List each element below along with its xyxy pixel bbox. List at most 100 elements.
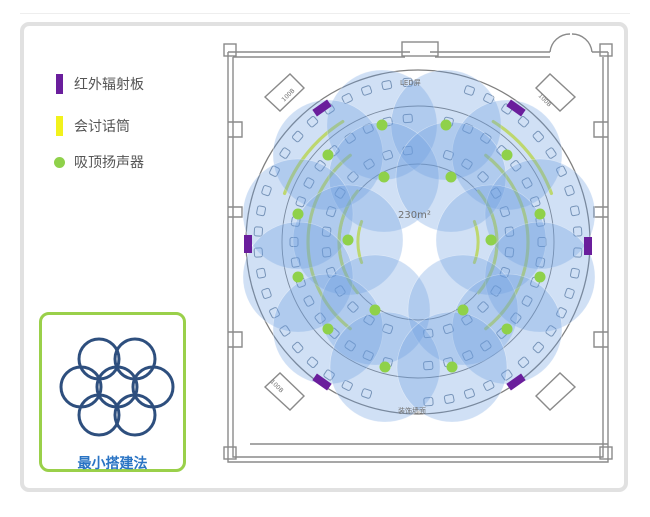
seat (341, 93, 353, 104)
seat (363, 314, 375, 326)
ceiling-speaker (369, 304, 381, 316)
wall-label: 装饰墙面 (398, 406, 426, 415)
seat (569, 205, 580, 217)
seat (463, 388, 475, 399)
microphone-strip (306, 153, 352, 331)
floor-plan: 230m² LED屏 装饰墙面 100B 100B 100B (223, 33, 613, 463)
seat (477, 171, 489, 183)
microphone-strip (337, 189, 360, 295)
radiator-group (244, 99, 592, 391)
seat (564, 185, 575, 197)
seat (402, 77, 413, 88)
seat (564, 287, 575, 299)
seat (306, 356, 319, 368)
seat (521, 295, 533, 307)
seat (572, 247, 583, 258)
seat (442, 323, 454, 335)
infrared-radiator (584, 237, 592, 255)
seat (510, 160, 522, 172)
microphone-strip (476, 189, 499, 295)
seat (290, 257, 301, 268)
seat (314, 160, 326, 172)
seat (292, 130, 304, 143)
seat (303, 177, 315, 189)
seat (423, 396, 434, 407)
ceiling-speaker (534, 271, 546, 283)
seat (292, 341, 304, 354)
microphone-group (282, 119, 554, 331)
microphone-strip (484, 153, 530, 331)
seat (323, 369, 335, 381)
seat (483, 380, 495, 391)
seat (443, 393, 455, 404)
seat (545, 325, 557, 337)
seat (362, 350, 374, 361)
area-label: 230m² (398, 210, 431, 221)
seat (545, 147, 557, 159)
ceiling-speaker (501, 323, 513, 335)
ceiling-speaker (292, 208, 304, 220)
seat (490, 285, 502, 297)
ceiling-speaker (440, 119, 452, 131)
method-box: 最小搭建法 (39, 312, 186, 472)
seat (347, 171, 359, 183)
seat (289, 237, 299, 247)
seat (381, 80, 393, 91)
seat (462, 123, 474, 134)
seat (461, 314, 473, 326)
seat (532, 130, 544, 143)
led-screen-label: LED屏 (400, 79, 421, 87)
seat (279, 147, 291, 159)
seat (517, 116, 530, 128)
seat (490, 187, 502, 199)
ceiling-speaker (457, 304, 469, 316)
seat (537, 237, 547, 247)
seat (382, 323, 394, 335)
seat (499, 266, 511, 278)
microphone-strip (472, 219, 480, 265)
seat (256, 205, 267, 217)
infrared-radiator (312, 373, 332, 391)
seat (325, 206, 337, 218)
seat (530, 196, 541, 208)
seat (334, 187, 346, 199)
legend-label: 红外辐射板 (74, 77, 144, 93)
seat (253, 226, 264, 237)
seat (253, 247, 264, 258)
seat (572, 226, 583, 237)
legend-item-microphone: 会讨话筒 (56, 116, 130, 136)
seat (423, 328, 434, 339)
seat (363, 158, 375, 170)
infrared-radiator (244, 235, 252, 253)
seat (334, 285, 346, 297)
seat (261, 287, 272, 299)
seat (499, 206, 511, 218)
floor-plan-walls (223, 33, 613, 463)
overlapping-circles-icon (59, 337, 175, 437)
seat (480, 132, 492, 144)
ceiling-speaker (501, 149, 513, 161)
ceiling-speaker (322, 149, 334, 161)
ceiling-speaker (446, 361, 458, 373)
seat (303, 295, 315, 307)
seat (361, 388, 373, 399)
seat (532, 341, 544, 354)
seat (483, 93, 495, 104)
yellow-bar-icon (56, 116, 63, 136)
ceiling-speaker (342, 234, 354, 246)
seat (256, 267, 267, 279)
speaker-group (292, 119, 546, 373)
seat (517, 356, 530, 368)
ceiling-speaker (534, 208, 546, 220)
door-label-top-right: 100B (537, 92, 553, 108)
legend-item-speaker: 吸顶扬声器 (54, 152, 144, 172)
seat (362, 123, 374, 134)
seat (344, 132, 356, 144)
seat (521, 177, 533, 189)
seat (321, 247, 332, 258)
legend-label: 吸顶扬声器 (74, 155, 144, 171)
seat (477, 301, 489, 313)
seat (535, 257, 546, 268)
seat (402, 113, 413, 124)
method-label: 最小搭建法 (77, 456, 148, 472)
